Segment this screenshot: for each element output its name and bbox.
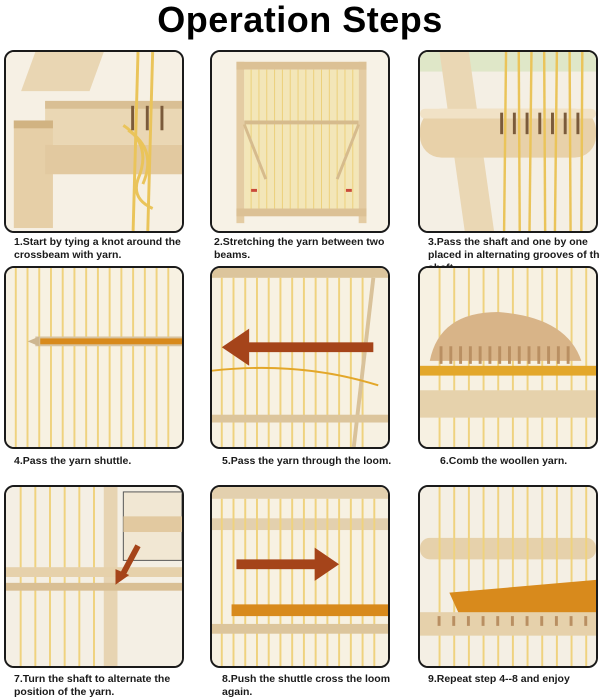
step-7-caption: 7.Turn the shaft to alternate the positi… (14, 673, 171, 698)
woven-result-illustration (420, 487, 596, 666)
step-6-image (418, 266, 598, 449)
push-shuttle-illustration (212, 487, 388, 666)
step-2-image (210, 50, 390, 233)
step-8-caption: 8.Push the shuttle cross the loom again. (222, 673, 391, 698)
step-4-image (4, 266, 184, 449)
step-1-image (4, 50, 184, 233)
pass-yarn-illustration (212, 268, 388, 447)
step-8-image (210, 485, 390, 668)
yarn-shuttle-illustration (6, 268, 182, 447)
step-6-caption: 6.Comb the woollen yarn. (440, 455, 568, 467)
page-title: Operation Steps (157, 0, 443, 40)
shaft-grooves-illustration (420, 52, 596, 231)
step-7-image (4, 485, 184, 668)
step-3-image (418, 50, 598, 233)
step-5-image (210, 266, 390, 449)
step-9-image (418, 485, 598, 668)
step-2-caption: 2.Stretching the yarn between two beams. (214, 236, 385, 261)
frame-loom-illustration (212, 52, 388, 231)
step-9-caption: 9.Repeat step 4--8 and enjoy (428, 673, 570, 685)
step-1-caption: 1.Start by tying a knot around the cross… (14, 236, 181, 261)
comb-yarn-illustration (420, 268, 596, 447)
step-5-caption: 5.Pass the yarn through the loom. (222, 455, 392, 467)
step-4-caption: 4.Pass the yarn shuttle. (14, 455, 132, 467)
knot-crossbeam-illustration (6, 52, 182, 231)
turn-shaft-illustration (6, 487, 182, 666)
